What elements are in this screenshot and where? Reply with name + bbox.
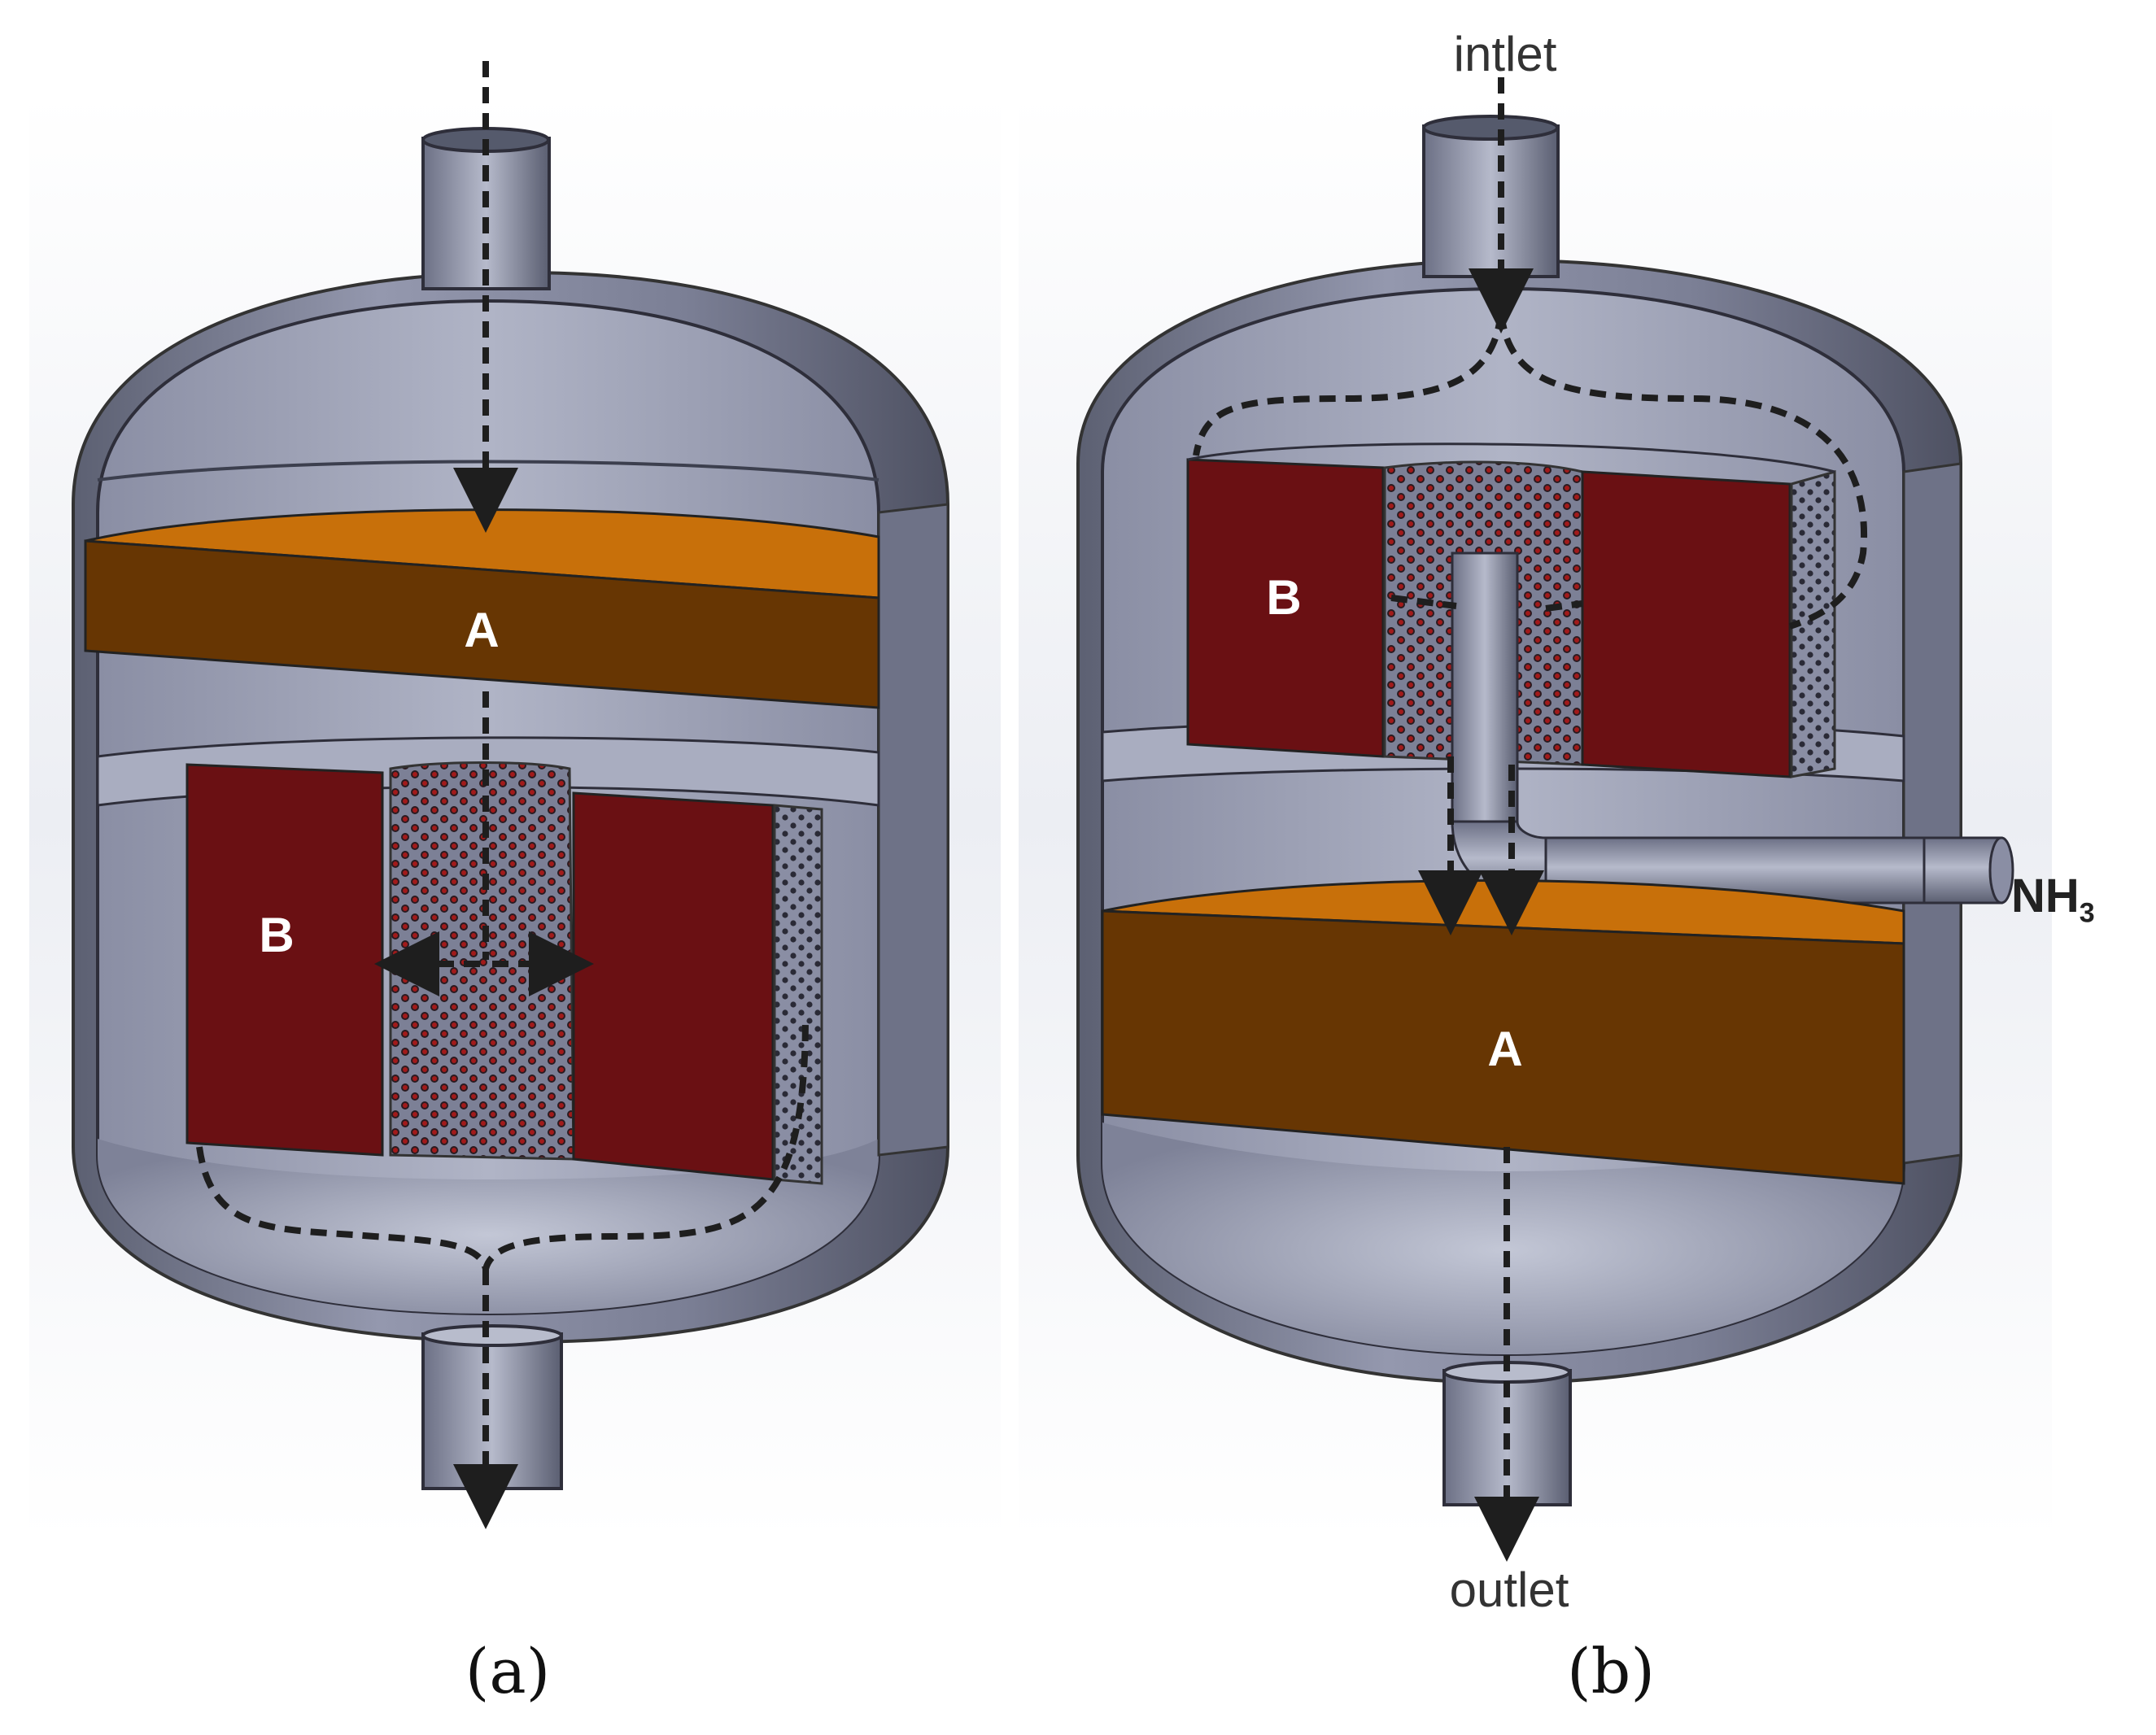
- layer-a-side-face: [84, 539, 880, 709]
- nh3-pipe-vertical: [1451, 551, 1519, 823]
- vessel-b: [1076, 115, 2014, 1506]
- nh3-label-subscript: 3: [2079, 897, 2095, 929]
- flow-arrow-a-return: [196, 1016, 809, 1271]
- layer-a-label-panel-a: A: [464, 603, 499, 657]
- inlet-label: intlet: [1453, 27, 1557, 81]
- vessel-a-bottom-bowl: [98, 1139, 879, 1314]
- block-b-label-panel-a: B: [259, 908, 294, 962]
- perforated-ring-b: [1790, 470, 1836, 778]
- flow-path-a: [196, 61, 809, 1529]
- layer-a-side-face-b: [1101, 909, 1905, 1185]
- flow-path-b: [1193, 77, 1867, 1562]
- inlet-pipe-b: [1422, 124, 1560, 278]
- outlet-pipe-a: [421, 1332, 563, 1490]
- block-b-label-panel-b: B: [1266, 570, 1301, 625]
- block-b-right-b: [1581, 470, 1792, 778]
- outlet-label: outlet: [1449, 1563, 1569, 1617]
- block-b-right-a: [572, 791, 775, 1181]
- perforated-core-a: [389, 761, 575, 1161]
- flow-arrow-b-split-left: [1193, 312, 1504, 456]
- vessel-a: [72, 127, 949, 1490]
- nh3-label-main: NH: [2011, 870, 2080, 922]
- vessel-b-bottom-bowl: [1102, 1123, 1904, 1354]
- layer-a-label-panel-b: A: [1487, 1022, 1522, 1076]
- caption-panel-b: (b): [1567, 1635, 1655, 1707]
- block-b-left-b: [1186, 458, 1385, 758]
- caption-panel-a: (a): [465, 1635, 551, 1707]
- nh3-label: NH3: [2011, 869, 2095, 930]
- perforated-ring-a: [773, 804, 823, 1185]
- block-b-left-a: [185, 763, 384, 1157]
- inlet-pipe-a: [421, 137, 551, 290]
- flow-arrow-b-split-right: [1498, 312, 1867, 630]
